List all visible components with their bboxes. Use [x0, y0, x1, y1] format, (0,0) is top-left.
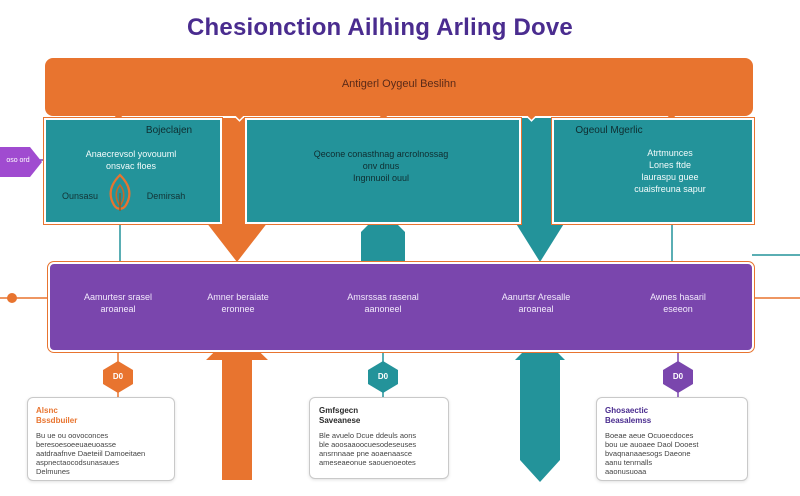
teal-box-3-line-3: lauraspu guee: [641, 172, 699, 182]
purple-item-1-line-1: Aamurtesr srasel: [83, 292, 153, 302]
teal-box-2-line-2: onv dnus: [362, 161, 400, 171]
left-connector-dot: [7, 293, 17, 303]
teal-box-1-footer-left: Ounsasu: [61, 191, 99, 201]
badge-2-shape: [368, 361, 398, 393]
card-2-body-line-1: Ble avuelo Dcue ddeuls aons: [319, 431, 417, 440]
teal-box-2-line-1: Qecone conasthnag arcrolnossag: [313, 149, 449, 159]
card-3-title-line-2: Beasalemss: [605, 416, 652, 425]
card-1-body-line-5: Delmunes: [36, 467, 70, 476]
leaf-flame-icon: [109, 173, 131, 211]
card-1-body-line-1: Bu ue ou oovoconces: [36, 431, 109, 440]
purple-band: [48, 262, 754, 352]
purple-item-3-line-1: Amsrssas rasenal: [347, 292, 419, 302]
teal-box-3-line-2: Lones ftde: [648, 160, 692, 170]
teal-box-1-header: Bojeclajen: [145, 125, 193, 136]
purple-item-4-line-2: aroaneal: [518, 304, 554, 314]
orange-down-arrow-top: [206, 118, 268, 262]
purple-item-1-line-2: aroaneal: [100, 304, 136, 314]
card-3-body-line-3: bvaqnanaaesogs Daeone: [605, 449, 691, 458]
card-2-body-line-3: ansrnnaae pne aoaenaasce: [319, 449, 412, 458]
card-3-title-line-1: Ghosaectic: [605, 406, 649, 415]
teal-box-2-line-3: Ingnnuoil ouul: [352, 173, 410, 183]
teal-box-1: [44, 118, 222, 224]
card-2-body-line-2: ble aoosaaoocuesodeseuses: [319, 440, 417, 449]
purple-item-2-line-1: Amner beraiate: [207, 292, 269, 302]
card-2-title-line-1: Gmfsgecn: [319, 406, 359, 415]
purple-item-2-line-2: eronnee: [221, 304, 255, 314]
orange-up-arrow-bottom: [206, 330, 268, 480]
teal-box-1-footer-right: Demirsah: [146, 191, 186, 201]
top-band-label: Antigerl Oygeul Beslihn: [341, 78, 457, 90]
card-2-body-line-4: ameseaeonue saouenoeotes: [319, 458, 416, 467]
card-3: [596, 397, 748, 481]
purple-item-4-line-1: Aanurtsr Aresalle: [501, 292, 571, 302]
card-3-body-line-5: aaonusuoaa: [605, 467, 647, 476]
card-3-body-line-1: Boeae aeue Ocuoecdoces: [605, 431, 694, 440]
card-1-body-line-2: beresoesoeeuaeuoasse: [36, 440, 117, 449]
card-1-title-line-1: Alsnc: [36, 406, 58, 415]
card-2-title-line-2: Saveanese: [319, 416, 361, 425]
teal-arrow-bottom: [515, 335, 565, 482]
card-3-body-line-2: bou ue auoaee Daol Dooest: [605, 440, 699, 449]
left-tag-shape: [0, 147, 42, 177]
badge-3-label: D0: [672, 372, 684, 381]
card-1-body-line-4: aspnectaocodsunasaues: [36, 458, 119, 467]
teal-box-1-line-2: onsvac floes: [105, 161, 157, 171]
purple-item-3-line-2: aanoneel: [364, 304, 402, 314]
teal-box-1-line-1: Anaecrevsol yovouuml: [85, 149, 177, 159]
left-tag-label: oso ord: [6, 157, 30, 164]
teal-box-2: [245, 118, 521, 224]
top-orange-band: [45, 58, 753, 116]
teal-box-3-line-1: Atrtmunces: [647, 148, 693, 158]
teal-box-3: [552, 118, 754, 224]
teal-box-3-line-4: cuaisfreuna sapur: [634, 184, 706, 194]
badge-1-label: D0: [112, 372, 124, 381]
purple-item-5-line-1: Awnes hasaril: [650, 292, 706, 302]
badge-1-shape: [103, 361, 133, 393]
teal-box-3-header: Ogeoul Mgerlic: [575, 125, 643, 136]
purple-item-5-line-2: eseeon: [663, 304, 693, 314]
card-2: [309, 397, 449, 479]
badge-2-label: D0: [377, 372, 389, 381]
card-1: [27, 397, 175, 481]
badge-3-shape: [663, 361, 693, 393]
card-1-body-line-3: aatdraafnve Daeteiil Damoeitaen: [36, 449, 146, 458]
card-1-title-line-2: Bssdbuiler: [36, 416, 78, 425]
card-3-body-line-4: aanu tenrnalls: [605, 458, 653, 467]
diagram-title: Chesionction Ailhing Arling Dove: [187, 14, 573, 41]
